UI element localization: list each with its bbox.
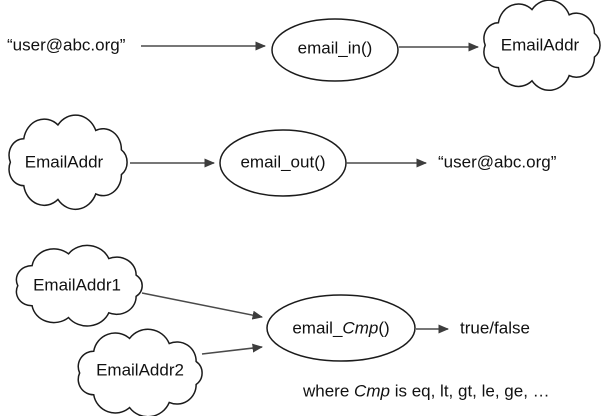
ellipse-email-cmp [266,294,416,362]
cmp-caption: where Cmp is eq, lt, gt, le, ge, … [303,381,550,402]
email-cmp-suffix: () [378,318,390,338]
cloud-emailaddr-output [484,0,600,90]
cloud-emailaddr1 [16,245,142,326]
output-literal-row3: true/false [460,318,530,338]
cloud-label-emailaddr2: EmailAddr2 [96,360,184,380]
email-out-function-label: email_out() [240,152,326,172]
arrow-emailaddr1-to-email-cmp [141,292,263,320]
email-cmp-function-label: email_Cmp() [292,318,390,339]
output-literal-row2: “user@abc.org” [438,152,557,172]
cloud-emailaddr2 [78,329,202,416]
cloud-emailaddr-input [9,115,127,209]
email-in-function-label: email_in() [297,38,373,58]
cmp-caption-prefix: where [303,381,350,401]
cloud-label-emailaddr-output: EmailAddr [500,35,580,55]
ellipse-email-in [271,18,399,82]
cloud-label-emailaddr1: EmailAddr1 [33,275,121,295]
input-literal-row1: “user@abc.org” [7,35,126,55]
arrow-emailaddr2-to-email-cmp [201,343,263,355]
cmp-caption-suffix: is eq, lt, gt, le, ge, … [394,381,550,401]
cloud-label-emailaddr-input: EmailAddr [24,152,104,172]
cmp-caption-param: Cmp [354,381,390,401]
email-cmp-param: Cmp [342,318,379,338]
email-cmp-prefix: email_ [292,318,343,338]
